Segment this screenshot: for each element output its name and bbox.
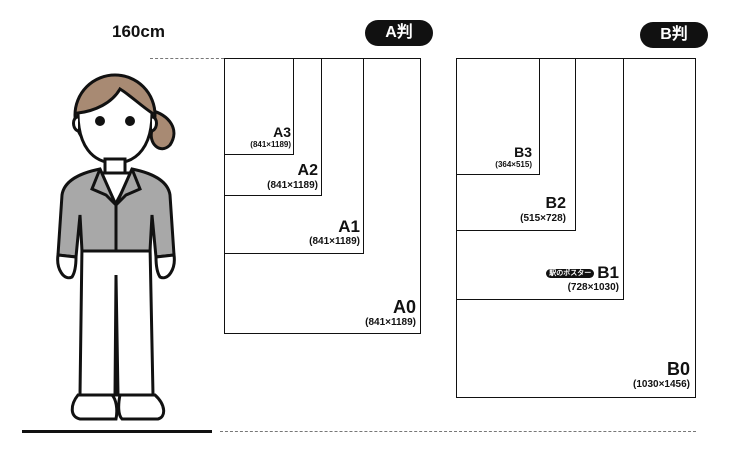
b2-name: B2 [545,195,566,212]
a2-dim: (841×1189) [267,180,318,191]
b3-box [456,58,540,175]
a2-name: A2 [297,162,318,179]
b-series-title: B判 [640,22,708,48]
height-guide-line [150,58,224,59]
station-poster-badge: 駅のポスター [546,269,595,279]
ground-line [22,430,212,433]
b0-name: B0 [666,359,690,379]
b0-label: B0 (1030×1456) [633,360,690,390]
a2-label: A2 (841×1189) [267,163,318,191]
a3-label: A3 (841×1189) [250,125,291,149]
height-label: 160cm [112,22,165,41]
b0-dim: (1030×1456) [633,379,690,390]
a-series-title: A判 [365,20,433,46]
a1-name: A1 [338,217,360,236]
b1-dim: (728×1030) [567,282,619,293]
b2-dim: (515×728) [520,213,566,224]
b2-label: B2 (515×728) [520,196,566,224]
a1-dim: (841×1189) [309,236,360,247]
a0-label: A0 (841×1189) [365,298,416,328]
a0-dim: (841×1189) [365,317,416,328]
b1-name: B1 [597,263,619,282]
a3-name: A3 [273,124,291,140]
person-illustration [56,73,176,421]
a3-dim: (841×1189) [250,140,291,149]
a3-box [224,58,294,155]
b3-name: B3 [514,144,532,160]
ground-guide-line [220,431,696,432]
b3-dim: (364×515) [495,160,532,169]
a0-name: A0 [392,297,416,317]
a1-label: A1 (841×1189) [309,218,360,247]
b3-label: B3 (364×515) [495,145,532,169]
